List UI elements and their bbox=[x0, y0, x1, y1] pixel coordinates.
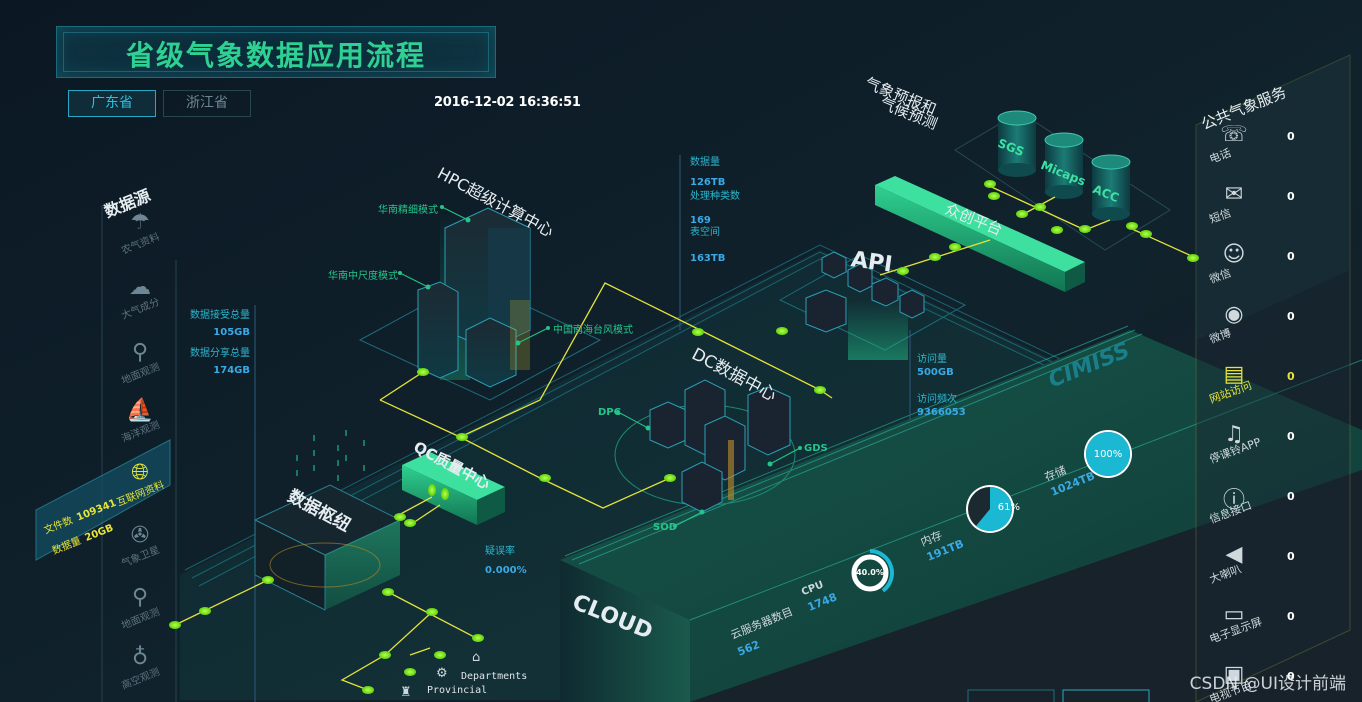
bell-icon: ♫ bbox=[1224, 422, 1244, 447]
wechat-icon: ☺ bbox=[1222, 242, 1246, 267]
api-frequency-label: 访问频次 bbox=[917, 394, 957, 405]
cpu-usage-label: 40.0% bbox=[856, 568, 884, 577]
hpc-model-label: 中国南海台风模式 bbox=[553, 325, 633, 336]
shared-label: 数据分享总量 bbox=[190, 348, 250, 359]
source-item[interactable]: ☁ 大气成分 bbox=[100, 275, 180, 322]
dc-stats: 数据量 126TB 处理种类数 169 表空间 163TB bbox=[690, 157, 740, 265]
qc-error-value: 0.000% bbox=[485, 565, 527, 576]
page-title: 省级气象数据应用流程 bbox=[125, 39, 426, 72]
atmosphere-icon: ☁ bbox=[129, 275, 151, 300]
dc-volume-value: 126TB bbox=[690, 177, 726, 188]
telescope-icon: ⚲ bbox=[131, 585, 149, 610]
source-item[interactable]: ⚲ 地面观测 bbox=[100, 585, 180, 632]
globe-icon: 🌐︎ bbox=[131, 460, 149, 485]
service-count: 0 bbox=[1287, 610, 1295, 623]
weibo-icon: ◉ bbox=[1224, 302, 1244, 327]
hub-stats: 数据接受总量 105GB 数据分享总量 174GB bbox=[190, 306, 250, 376]
memory-gauge-fill bbox=[975, 487, 1013, 532]
dc-space-label: 表空间 bbox=[690, 227, 720, 238]
display-icon: ▭ bbox=[1223, 602, 1245, 627]
api-visits-label: 访问量 bbox=[917, 354, 947, 365]
service-item[interactable]: ☏电话 0 bbox=[1205, 122, 1305, 182]
service-label: 电话 bbox=[1207, 146, 1233, 167]
building-icon: ⌂ bbox=[472, 650, 481, 665]
service-count: 0 bbox=[1287, 250, 1295, 263]
service-label: 微博 bbox=[1207, 326, 1233, 347]
qc-error-label: 疑误率 bbox=[485, 546, 515, 557]
ocean-icon: ⛵ bbox=[126, 398, 154, 423]
service-count: 0 bbox=[1287, 370, 1295, 383]
dc-node-dpc: DPC bbox=[598, 407, 621, 418]
dc-types-label: 处理种类数 bbox=[690, 191, 740, 202]
service-count: 0 bbox=[1287, 670, 1295, 683]
service-count: 0 bbox=[1287, 430, 1295, 443]
dc-space-value: 163TB bbox=[690, 253, 726, 264]
title-frame bbox=[56, 26, 496, 78]
service-count: 0 bbox=[1287, 310, 1295, 323]
service-item[interactable]: ☺微信 0 bbox=[1205, 242, 1305, 302]
sms-icon: ✉ bbox=[1224, 182, 1244, 207]
api-frequency-value: 9366053 bbox=[917, 407, 966, 418]
phone-icon: ☏ bbox=[1220, 122, 1248, 147]
dc-node-sod: SOD bbox=[653, 522, 678, 533]
service-label: 短信 bbox=[1207, 206, 1233, 227]
cpu-gauge-arc bbox=[869, 549, 894, 593]
legend-provincial: Provincial bbox=[427, 685, 488, 696]
source-item[interactable]: ⛵ 海洋观测 bbox=[100, 398, 180, 445]
received-value: 105GB bbox=[213, 327, 250, 338]
speaker-icon: ◀ bbox=[1225, 542, 1243, 567]
service-count: 0 bbox=[1287, 130, 1295, 143]
storage-gauge-fill bbox=[1086, 432, 1130, 476]
service-item[interactable]: ◀大喇叭 0 bbox=[1205, 542, 1305, 602]
balloon-icon: ♁ bbox=[131, 645, 149, 670]
storage-usage-label: 100% bbox=[1093, 449, 1123, 460]
hpc-model-label: 华南精细模式 bbox=[378, 205, 438, 216]
provincial-icon: ♜ bbox=[400, 685, 412, 700]
source-item[interactable]: ⚲ 地面观测 bbox=[100, 340, 180, 387]
hpc-model-label: 华南中尺度模式 bbox=[328, 271, 398, 282]
cpu-gauge-inner bbox=[851, 554, 889, 592]
service-count: 0 bbox=[1287, 190, 1295, 203]
service-count: 0 bbox=[1287, 550, 1295, 563]
source-item[interactable]: ✇ 气象卫星 bbox=[100, 523, 180, 570]
website-icon: ▤ bbox=[1223, 362, 1245, 387]
tab-zhejiang[interactable]: 浙江省 bbox=[163, 90, 251, 117]
tv-icon: ▣ bbox=[1223, 662, 1245, 687]
info-icon: ⓘ bbox=[1222, 488, 1245, 513]
qc-stats: 疑误率 0.000% bbox=[485, 542, 527, 576]
datetime-display: 2016-12-02 16:36:51 bbox=[434, 95, 581, 110]
cpu-gauge bbox=[851, 549, 894, 593]
service-label: 微信 bbox=[1207, 266, 1233, 287]
shared-value: 174GB bbox=[213, 365, 250, 376]
memory-usage-label: 61% bbox=[997, 502, 1020, 513]
dc-volume-label: 数据量 bbox=[690, 157, 720, 168]
farm-weather-icon: ☂ bbox=[130, 210, 150, 235]
service-label: 大喇叭 bbox=[1207, 562, 1244, 587]
departments-icon: ⚙ bbox=[436, 666, 448, 681]
satellite-icon: ✇ bbox=[130, 523, 150, 548]
dc-node-gds: GDS bbox=[804, 443, 828, 454]
legend-departments: Departments bbox=[461, 671, 528, 682]
source-item[interactable]: ☂ 农气资料 bbox=[100, 210, 180, 257]
dc-types-value: 169 bbox=[690, 215, 711, 226]
tab-guangdong[interactable]: 广东省 bbox=[68, 90, 156, 117]
service-item[interactable]: ◉微博 0 bbox=[1205, 302, 1305, 362]
service-count: 0 bbox=[1287, 490, 1295, 503]
source-item[interactable]: ♁ 高空观测 bbox=[100, 645, 180, 692]
watermark: CSDN @UI设计前端 bbox=[1189, 674, 1346, 694]
storage-gauge bbox=[1084, 430, 1132, 478]
service-item[interactable]: ✉短信 0 bbox=[1205, 182, 1305, 242]
received-label: 数据接受总量 bbox=[190, 310, 250, 321]
memory-gauge bbox=[966, 485, 1014, 533]
source-item-internet[interactable]: 🌐︎ 互联网资料 bbox=[100, 460, 180, 509]
api-visits-value: 500GB bbox=[917, 367, 954, 378]
telescope-icon: ⚲ bbox=[131, 340, 149, 365]
api-stats: 访问量 500GB 访问频次 9366053 bbox=[917, 350, 966, 418]
